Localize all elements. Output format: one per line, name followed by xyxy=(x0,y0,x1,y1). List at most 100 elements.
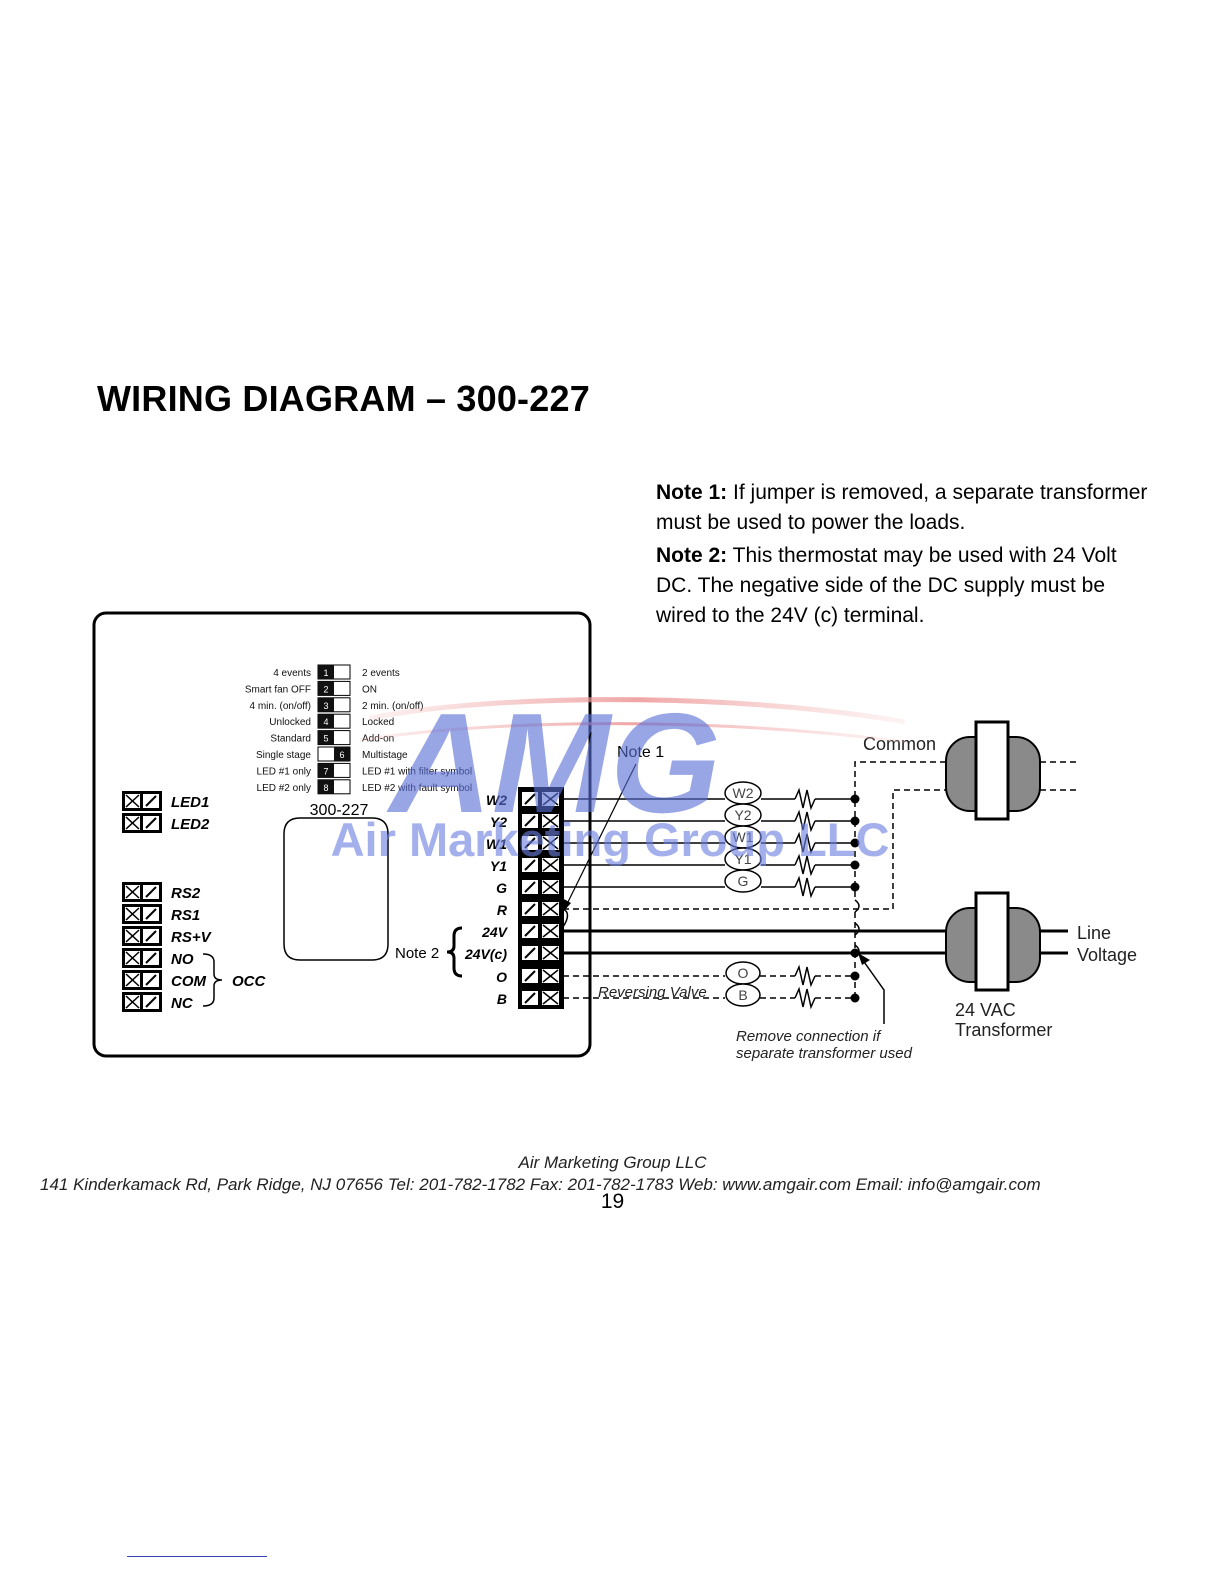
left-terminal-label: LED1 xyxy=(171,794,209,811)
right-terminal-w1-box-a xyxy=(522,836,538,850)
thermostat-housing xyxy=(92,611,592,1058)
right-terminal-y1-box-a xyxy=(522,858,538,872)
right-terminal-y1-x2 xyxy=(542,858,559,872)
right-terminal-g-slot xyxy=(524,881,536,893)
right-terminal-r-x2 xyxy=(542,902,559,916)
right-terminal-y1-slot xyxy=(524,859,536,871)
left-terminal-com xyxy=(122,970,162,990)
right-terminal-w2-box-a xyxy=(522,792,538,806)
right-terminal-r-x1 xyxy=(542,902,559,916)
dip-knob xyxy=(318,779,334,794)
dip-switch-3: 4 min. (on/off) 3 2 min. (on/off) xyxy=(249,697,424,713)
right-terminal-label: Y1 xyxy=(490,858,507,874)
right-terminal-r-box-b xyxy=(542,902,559,916)
dip-right-label: Add-on xyxy=(362,734,394,745)
right-terminal-y2-slot xyxy=(524,815,536,827)
r-jumper-wire xyxy=(563,789,946,910)
right-terminal-y2-x1 xyxy=(542,814,559,828)
display-window xyxy=(283,817,389,961)
left-terminal-com-x1 xyxy=(125,973,140,987)
left-terminal-led1-box-b xyxy=(143,794,159,808)
dip-knob xyxy=(318,681,334,696)
junction-dot xyxy=(850,794,860,804)
left-terminal-led1 xyxy=(122,791,162,811)
note-1-text: If jumper is removed, a separate transfo… xyxy=(656,481,1148,534)
jumper-hop-r xyxy=(562,908,569,928)
dip-right-label: ON xyxy=(362,684,377,695)
right-terminal-24v-x2 xyxy=(542,924,559,938)
right-terminal-label: B xyxy=(497,991,507,1007)
dip-left-label: 4 min. (on/off) xyxy=(249,701,311,712)
left-terminal-led2-box-b xyxy=(143,816,159,830)
left-terminal-com-box-b xyxy=(143,973,159,987)
junction-dot xyxy=(850,993,860,1003)
junction-dot xyxy=(850,948,860,958)
load-coil xyxy=(794,986,816,1010)
right-terminal-b-box-a xyxy=(522,991,538,1005)
load-coil xyxy=(794,787,816,811)
left-terminal-nc-box-a xyxy=(125,995,140,1009)
dip-number: 3 xyxy=(323,701,328,711)
right-terminal-b-box-b xyxy=(542,991,559,1005)
right-terminal-g-box-a xyxy=(522,880,538,894)
left-terminal-rs1-box-b xyxy=(143,907,159,921)
dip-slot xyxy=(317,664,351,680)
right-terminal-label: 24V xyxy=(481,924,509,940)
note-2-brace xyxy=(446,926,463,978)
right-terminal-g xyxy=(519,877,563,897)
page-number: 19 xyxy=(600,1190,625,1213)
dip-number: 8 xyxy=(323,783,328,793)
dip-right-label: 2 min. (on/off) xyxy=(362,701,424,712)
right-terminal-w1-body xyxy=(519,833,563,853)
left-terminal-no-slot xyxy=(145,952,157,964)
right-terminal-r-body xyxy=(519,899,563,919)
left-terminal-no xyxy=(122,948,162,968)
load-coil xyxy=(794,831,816,855)
junction-dot xyxy=(850,971,860,981)
left-terminal-rsv-box-b xyxy=(143,929,159,943)
watermark-logo: AMG xyxy=(386,684,720,843)
right-terminal-o xyxy=(519,966,563,986)
load-w1 xyxy=(724,825,762,849)
left-terminal-rsv-slot xyxy=(145,930,157,942)
right-terminal-r-box-a xyxy=(522,902,538,916)
junction-dot xyxy=(850,838,860,848)
left-terminal-led1-body xyxy=(122,791,162,811)
right-terminal-strip xyxy=(518,787,564,1009)
left-terminal-label: NO xyxy=(171,951,194,968)
right-terminal-r xyxy=(519,899,563,919)
note-1-pointer xyxy=(565,763,637,907)
dip-slot xyxy=(317,762,351,778)
right-terminal-y1-box-b xyxy=(542,858,559,872)
left-terminal-led2-box-a xyxy=(125,816,140,830)
right-terminal-y1 xyxy=(519,855,563,875)
dip-number: 7 xyxy=(323,766,328,776)
dip-knob xyxy=(318,665,334,679)
left-terminal-nc-body xyxy=(122,992,162,1012)
left-terminal-nc-x2 xyxy=(125,995,140,1009)
dip-slot xyxy=(317,680,351,696)
load-b xyxy=(725,983,761,1007)
dip-slot xyxy=(317,779,351,795)
left-terminal-com-x2 xyxy=(125,973,140,987)
right-terminal-w1-slot xyxy=(524,837,536,849)
right-terminal-y2-body xyxy=(519,811,563,831)
common-transformer xyxy=(945,720,1041,821)
common-bus-hop xyxy=(854,944,860,958)
left-terminal-no-body xyxy=(122,948,162,968)
right-terminal-o-x2 xyxy=(542,969,559,983)
note-2-diagram-label: Note 2 xyxy=(395,945,439,962)
right-terminal-w2-x1 xyxy=(542,792,559,806)
left-terminal-led1-x1 xyxy=(125,794,140,808)
junction-dot xyxy=(850,860,860,870)
right-terminal-g-body xyxy=(519,877,563,897)
